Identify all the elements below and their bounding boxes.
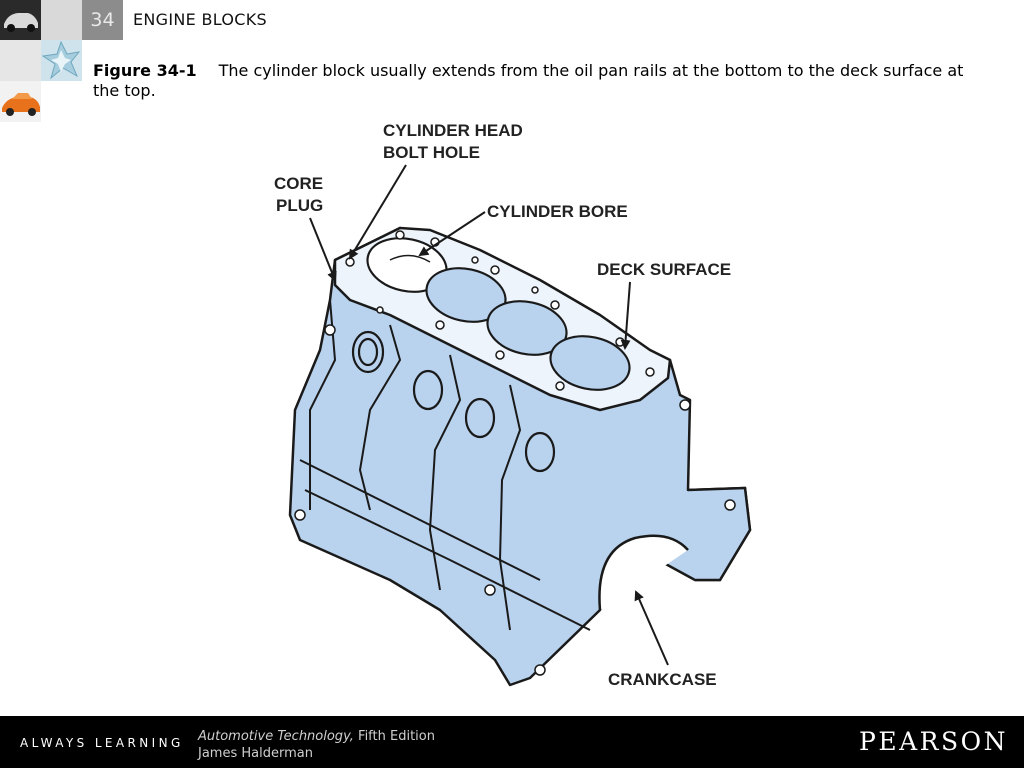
chapter-title: ENGINE BLOCKS (133, 10, 267, 29)
arrow-deck-surface (620, 281, 631, 350)
header-light-tile (0, 40, 41, 81)
figure-caption-text: The cylinder block usually extends from … (93, 61, 964, 100)
crankcase-arch (598, 534, 689, 611)
label-cylinder-bore: CYLINDER BORE (487, 202, 628, 221)
core-plugs (351, 330, 556, 473)
crystal-icon (41, 40, 81, 80)
leader-arrows (309, 164, 669, 666)
crystal-thumbnail (41, 40, 82, 81)
label-cylinder-head-line1: CYLINDER HEAD (383, 121, 523, 140)
side-bolts (294, 324, 736, 676)
rear-flange (687, 486, 752, 582)
book-author: James Halderman (198, 746, 313, 761)
car-icon (0, 0, 41, 40)
engine-block-diagram: CYLINDER HEAD BOLT HOLE CORE PLUG CYLIND… (274, 121, 752, 689)
footer-tagline: ALWAYS LEARNING (20, 736, 184, 750)
cylinder-bore-4 (549, 335, 631, 391)
arrow-cylinder-head (348, 164, 407, 260)
figure-label: Figure 34-1 (93, 61, 197, 80)
arrow-core-plug (309, 217, 337, 282)
arrow-cylinder-bore (418, 211, 486, 257)
sports-car-icon (0, 81, 41, 122)
label-crankcase: CRANKCASE (608, 670, 717, 689)
book-edition: Fifth Edition (358, 729, 435, 744)
bore-1-detail (389, 254, 431, 263)
label-core-line2: PLUG (276, 196, 323, 215)
publisher-logo: PEARSON (859, 727, 1008, 756)
book-title: Automotive Technology, (198, 729, 354, 744)
header-gray-tile (41, 0, 82, 40)
footer-bar: ALWAYS LEARNING Automotive Technology, F… (0, 716, 1024, 768)
block-ribs (299, 299, 591, 631)
chapter-number: 34 (82, 0, 123, 40)
car-thumbnail-orange (0, 81, 41, 122)
label-deck-surface: DECK SURFACE (597, 260, 731, 279)
label-core-line1: CORE (274, 174, 323, 193)
label-cylinder-head-line2: BOLT HOLE (383, 143, 480, 162)
cylinder-bore-3 (486, 300, 568, 356)
arrow-crankcase (634, 590, 669, 666)
book-info: Automotive Technology, Fifth Edition Jam… (198, 728, 435, 762)
car-thumbnail-dark (0, 0, 41, 40)
